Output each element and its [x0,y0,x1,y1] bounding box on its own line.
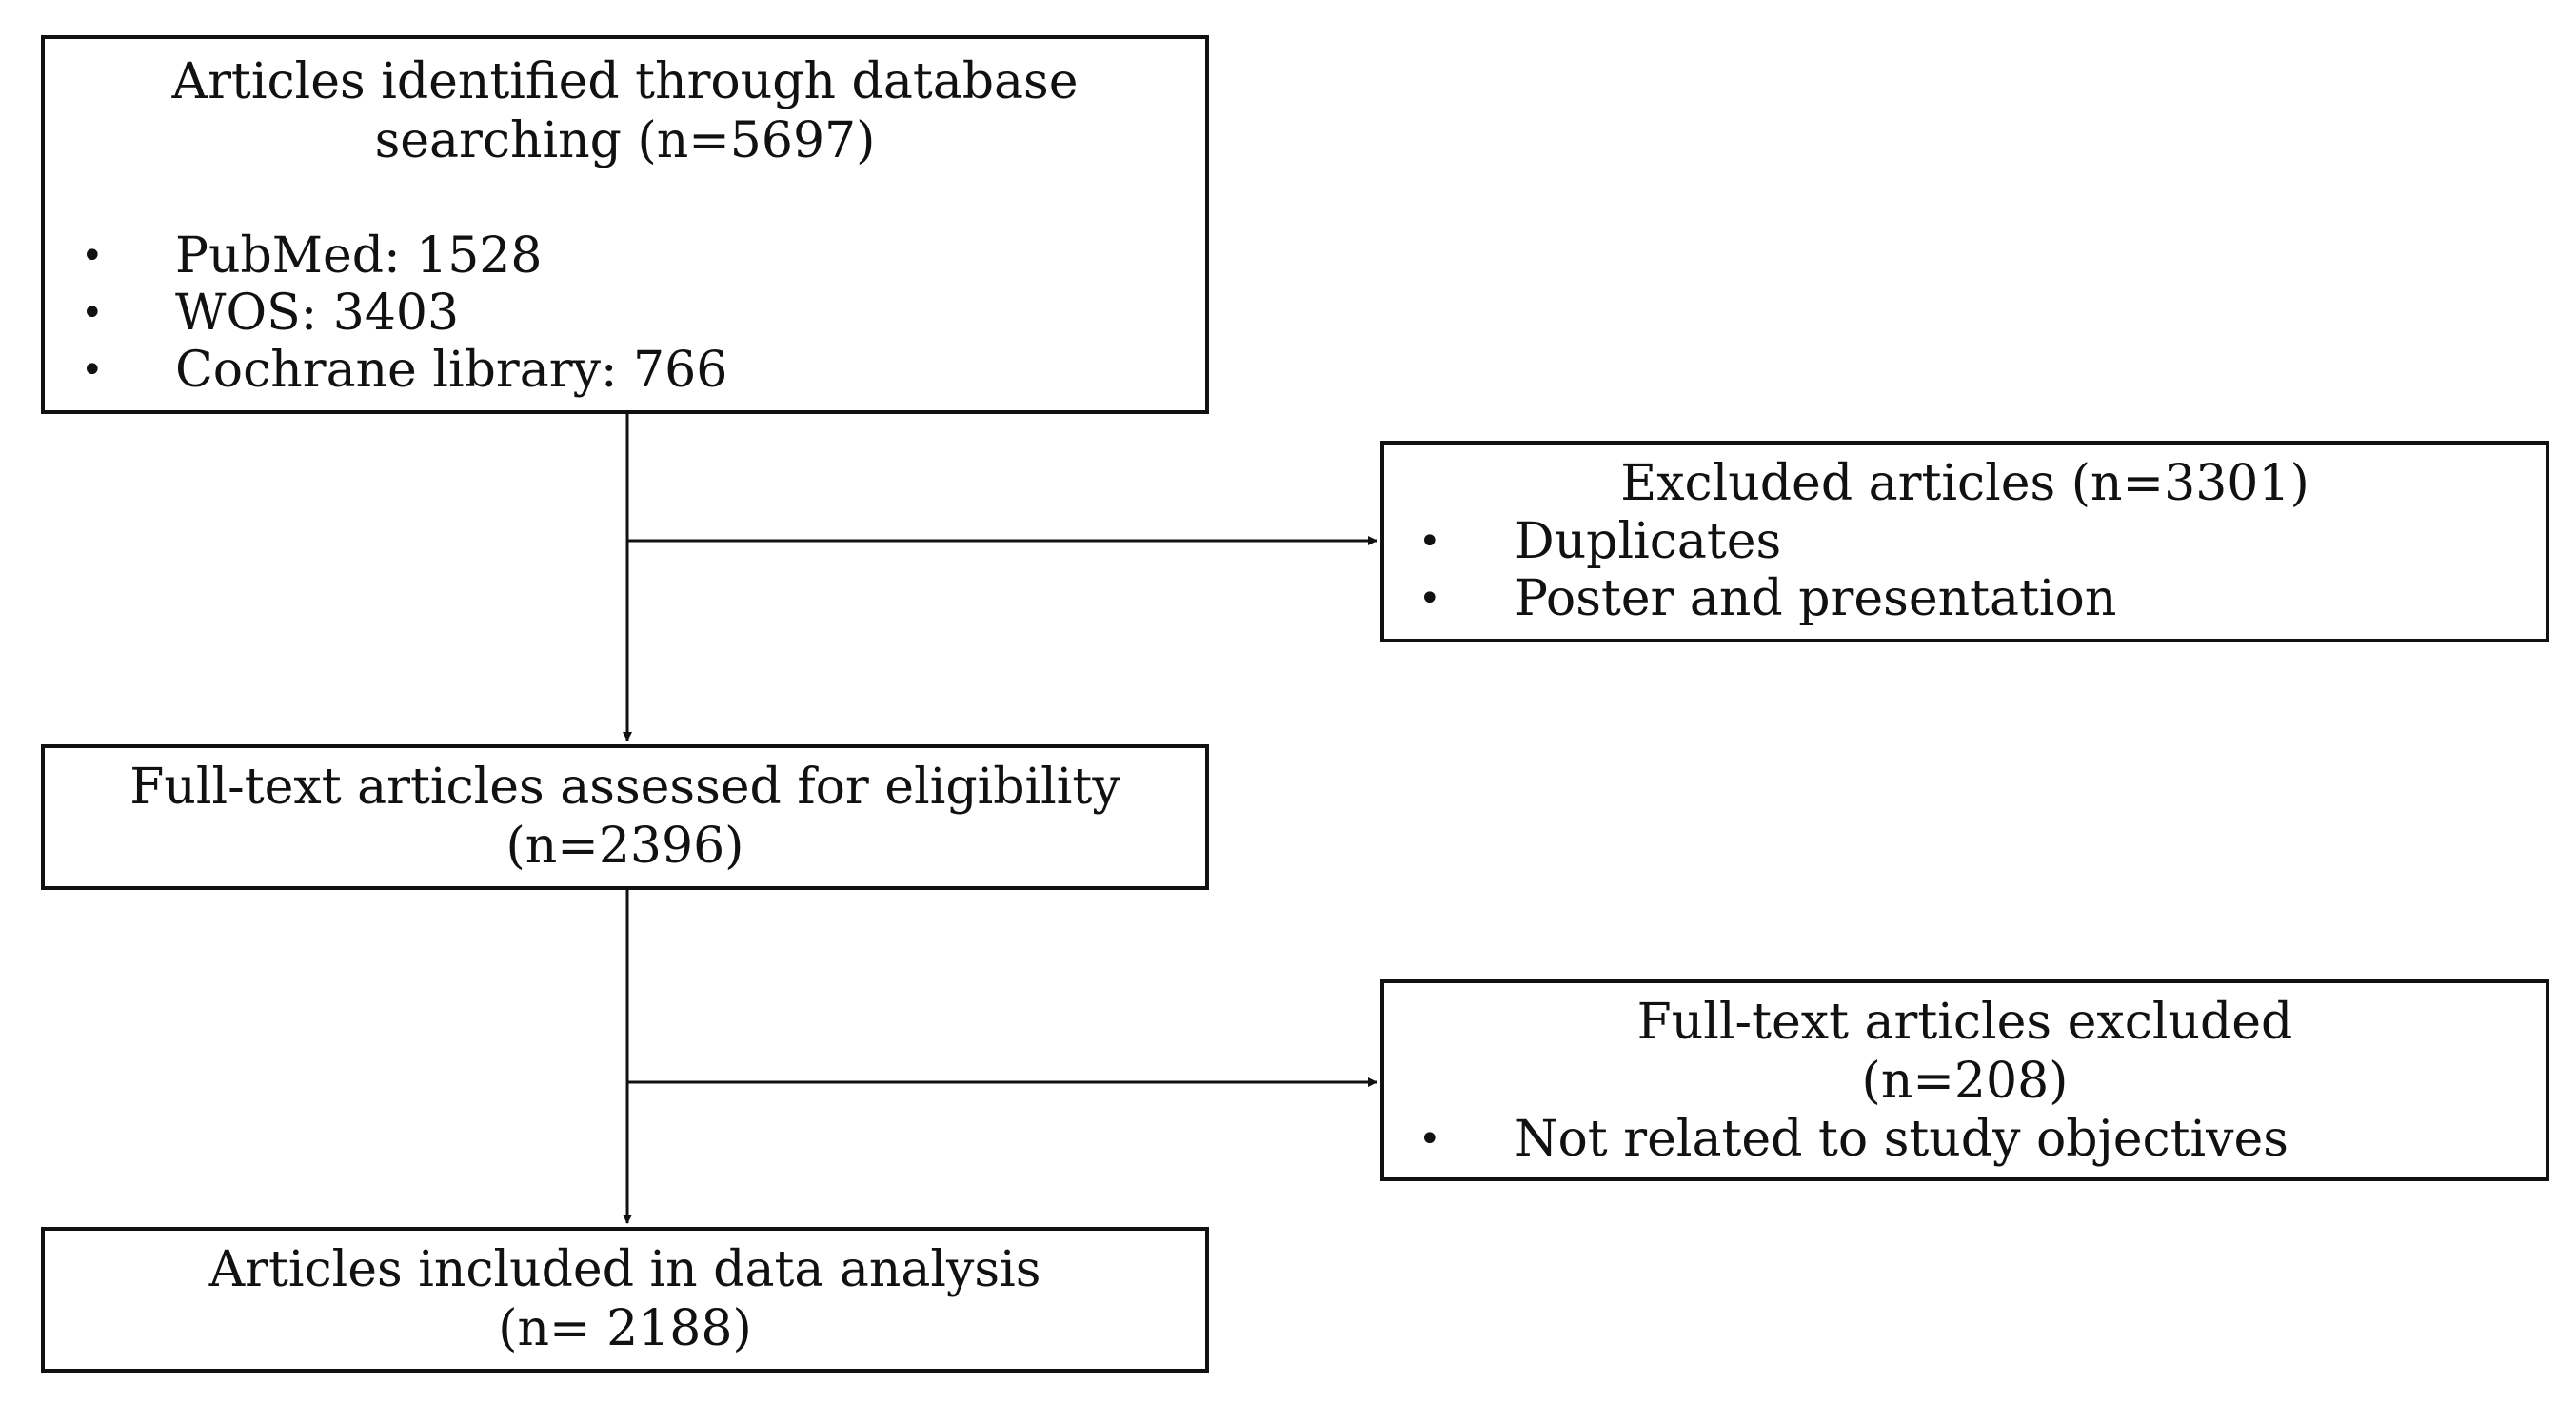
source-label: PubMed: 1528 [175,227,543,285]
bullet-icon: • [81,291,104,335]
identified-title: Articles identified through database sea… [45,39,1205,170]
bullet-icon: • [81,348,104,392]
fulltext-excluded-title-line-1: Full-text articles excluded [1636,994,2293,1051]
bullet-icon: • [1418,520,1441,563]
bullet-icon: • [81,234,104,278]
fulltext-excluded-reason-list: • Not related to study objectives [1384,1111,2546,1168]
excluded-title: Excluded articles (n=3301) [1384,445,2546,513]
eligibility-title-line-2: (n=2396) [505,818,744,875]
included-articles-box: Articles included in data analysis (n= 2… [41,1227,1209,1373]
reason-label: Duplicates [1515,513,1782,570]
fulltext-excluded-title-line-2: (n=208) [1861,1053,2069,1110]
fulltext-excluded-reason: • Not related to study objectives [1384,1111,2546,1168]
reason-label: Poster and presentation [1515,570,2117,627]
source-item-pubmed: • PubMed: 1528 [45,227,1205,285]
fulltext-excluded-title: Full-text articles excluded (n=208) [1384,983,2546,1111]
source-label: WOS: 3403 [175,285,460,342]
excluded-title-line: Excluded articles (n=3301) [1620,455,2309,512]
bullet-icon: • [1418,1117,1441,1161]
fulltext-excluded-box: Full-text articles excluded (n=208) • Not… [1380,979,2549,1181]
database-source-list: • PubMed: 1528 • WOS: 3403 • Cochrane libra… [45,227,1205,399]
eligibility-title: Full-text articles assessed for eligibil… [45,748,1205,876]
identified-title-line-1: Articles identified through database [171,53,1079,110]
eligibility-title-line-1: Full-text articles assessed for eligibil… [129,759,1120,816]
excluded-reason-poster: • Poster and presentation [1384,570,2546,627]
excluded-reason-list: • Duplicates • Poster and presentation [1384,513,2546,627]
included-title-line-1: Articles included in data analysis [208,1241,1041,1298]
identified-articles-box: Articles identified through database sea… [41,35,1209,414]
included-title-line-2: (n= 2188) [498,1300,752,1357]
excluded-articles-box: Excluded articles (n=3301) • Duplicates •… [1380,441,2549,642]
identified-title-line-2: searching (n=5697) [374,112,876,169]
excluded-reason-duplicates: • Duplicates [1384,513,2546,570]
included-title: Articles included in data analysis (n= 2… [45,1231,1205,1358]
source-item-wos: • WOS: 3403 [45,285,1205,342]
eligibility-box: Full-text articles assessed for eligibil… [41,744,1209,890]
reason-label: Not related to study objectives [1515,1111,2289,1168]
source-label: Cochrane library: 766 [175,342,728,399]
source-item-cochrane: • Cochrane library: 766 [45,342,1205,399]
bullet-icon: • [1418,577,1441,621]
